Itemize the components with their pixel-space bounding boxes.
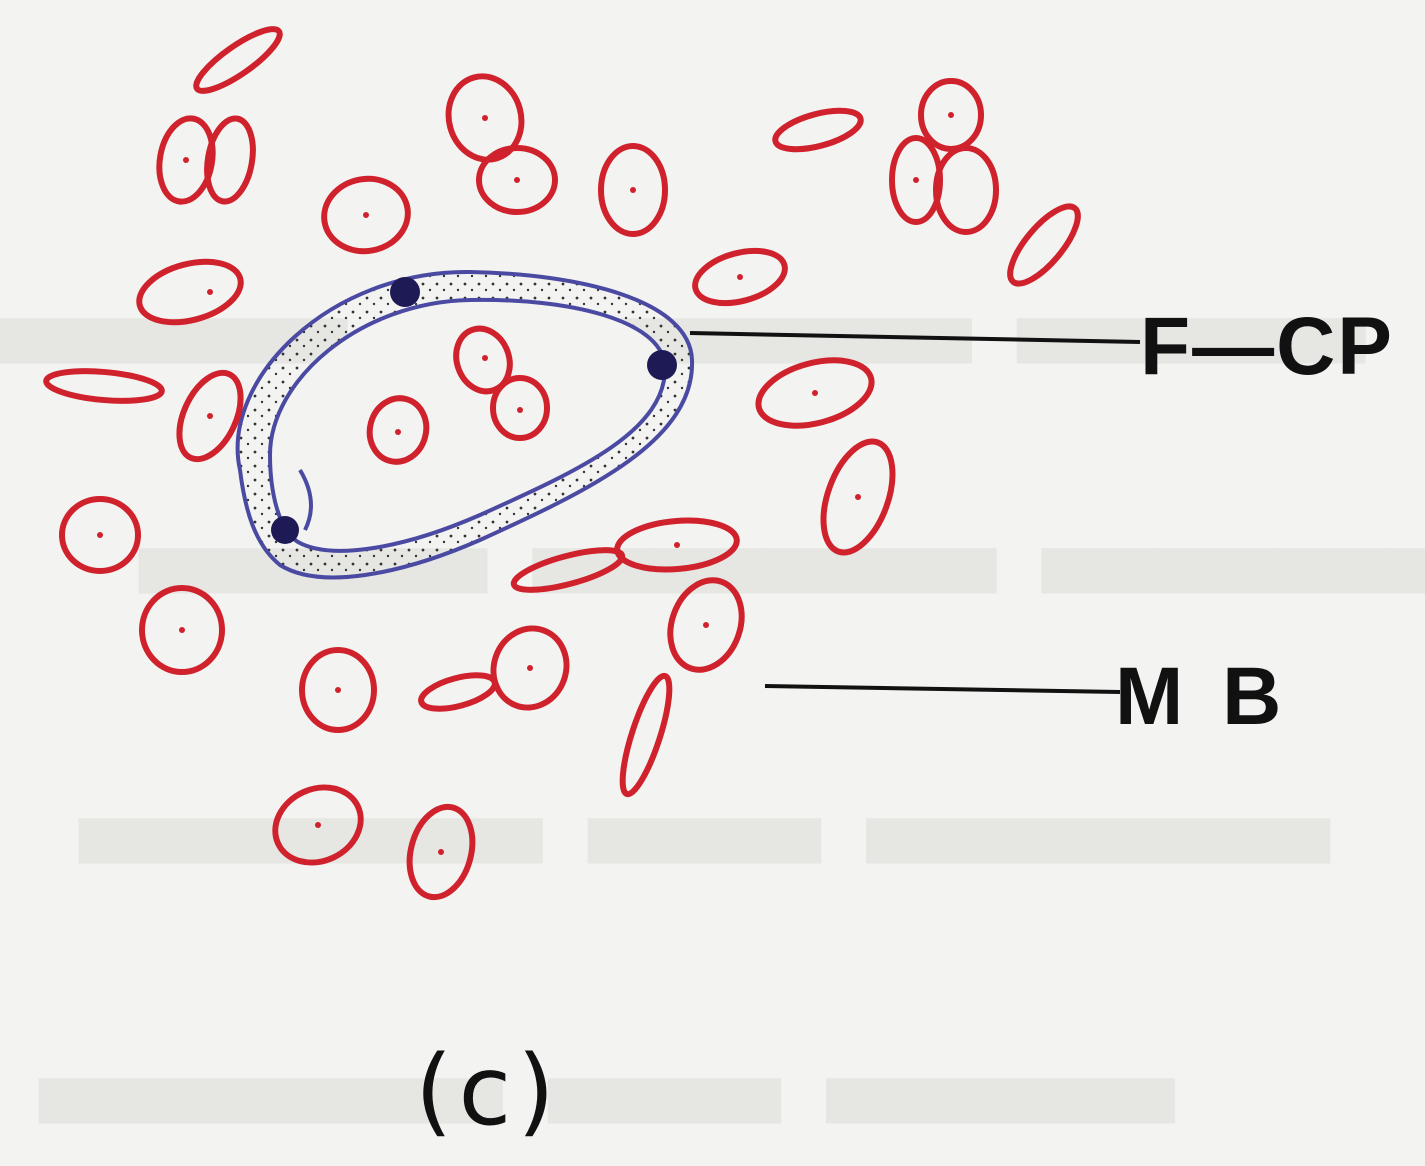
endothelial-nucleus [271,516,299,544]
label-mb: M B [1115,650,1289,744]
leader-line-f-cp [690,333,1140,342]
panel-label: (c) [415,1035,561,1147]
leader-line-mb [765,686,1120,692]
endothelial-nucleus [390,277,420,307]
label-f-cp: F—CP [1140,300,1394,394]
endothelial-nucleus [647,350,677,380]
fenestrated-capillary [238,272,692,577]
